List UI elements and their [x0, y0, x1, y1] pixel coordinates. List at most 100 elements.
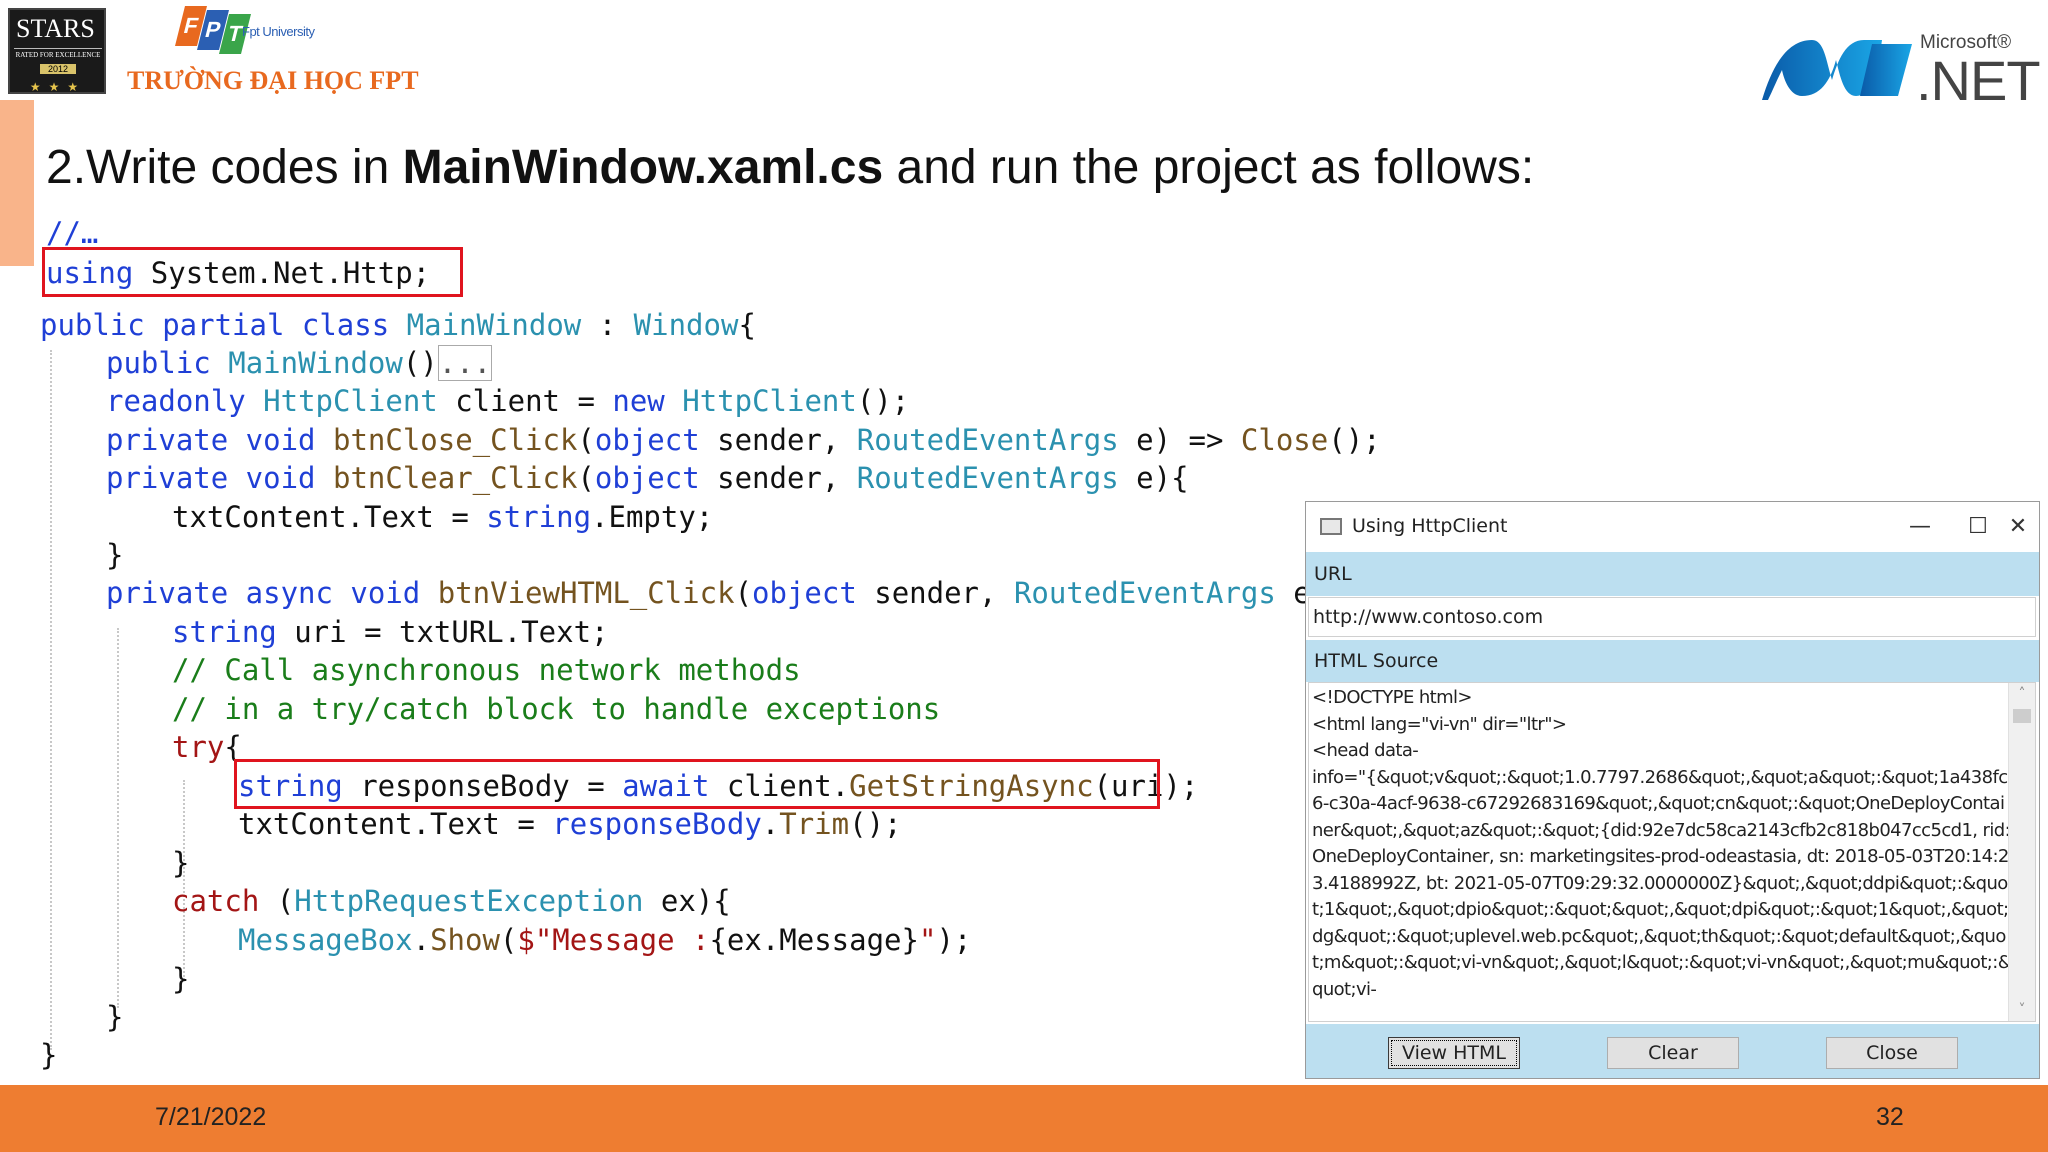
code-line-21: }: [106, 998, 123, 1036]
code-keyword: public: [106, 346, 211, 380]
view-html-button[interactable]: View HTML: [1388, 1037, 1520, 1069]
html-source-textbox[interactable]: <!DOCTYPE html> <html lang="vi-vn" dir="…: [1308, 682, 2036, 1022]
code-line-16: txtContent.Text = responseBody.Trim();: [238, 805, 902, 843]
code-text: System.Net.Http;: [133, 256, 431, 290]
highlight-box-getstring: [234, 759, 1160, 809]
code-text: }: [106, 1000, 124, 1034]
stars-logo-year: 2012: [40, 64, 76, 74]
button-bar: View HTML Clear Close: [1306, 1024, 2039, 1078]
code-method: Trim: [779, 807, 850, 841]
dotnet-logo: Microsoft® .NET: [1760, 30, 2041, 112]
code-method: Close: [1240, 423, 1329, 457]
slide-title-filename: MainWindow.xaml.cs: [402, 141, 884, 194]
code-line-12: // Call asynchronous network methods: [172, 651, 801, 689]
scroll-down-icon[interactable]: ˅: [2018, 1002, 2026, 1018]
scroll-up-icon[interactable]: ˄: [2018, 686, 2026, 702]
indent-guide: [117, 628, 119, 1008]
code-line-18: catch (HttpRequestException ex){: [172, 882, 731, 920]
code-text: (: [499, 923, 518, 957]
code-comment: // Call asynchronous network methods: [172, 653, 801, 687]
code-text: (): [402, 346, 438, 380]
code-text: :: [581, 308, 634, 342]
html-source-content: <!DOCTYPE html> <html lang="vi-vn" dir="…: [1312, 687, 2012, 1000]
code-text: client.: [709, 769, 850, 803]
code-type: HttpRequestException: [294, 884, 644, 918]
code-method: btnViewHTML_Click: [437, 576, 735, 610]
code-keyword: await: [622, 769, 710, 803]
code-text: }: [40, 1038, 58, 1072]
code-line-2: using System.Net.Http;: [46, 254, 430, 292]
slide-page-number: 32: [1876, 1103, 1904, 1131]
url-label: URL: [1306, 552, 2039, 596]
code-text: ();: [849, 807, 902, 841]
window-app-icon: [1320, 518, 1342, 535]
code-keyword: readonly: [106, 384, 246, 418]
dotnet-microsoft-label: Microsoft®: [1920, 32, 2012, 53]
code-text: .: [412, 923, 431, 957]
code-keyword: string: [238, 769, 343, 803]
collapsed-region-button[interactable]: ...: [437, 345, 493, 381]
code-keyword: object: [752, 576, 857, 610]
close-icon[interactable]: ✕: [2008, 514, 2028, 539]
code-text: .Empty;: [591, 500, 714, 534]
code-line-9: }: [106, 536, 123, 574]
stars-logo-subtitle: RATED FOR EXCELLENCE: [14, 48, 102, 59]
code-line-10: private async void btnViewHTML_Click(obj…: [106, 574, 1346, 612]
slide-title: 2.Write codes in MainWindow.xaml.cs and …: [46, 140, 1534, 195]
code-line-3: public partial class MainWindow : Window…: [40, 306, 756, 344]
code-line-20: }: [172, 960, 189, 998]
minimize-icon[interactable]: —: [1909, 514, 1931, 539]
code-type: MessageBox: [238, 923, 413, 957]
httpclient-window: Using HttpClient — ☐ ✕ URL http://www.co…: [1305, 501, 2040, 1079]
code-keyword: string: [486, 500, 592, 534]
code-method: GetStringAsync: [849, 769, 1094, 803]
close-button[interactable]: Close: [1826, 1037, 1958, 1069]
code-text: (: [259, 884, 295, 918]
code-line-19: MessageBox.Show($"Message :{ex.Message}"…: [238, 921, 971, 959]
code-text: client =: [437, 384, 613, 418]
code-text: txtContent.Text =: [238, 807, 553, 841]
code-type: RoutedEventArgs: [856, 461, 1119, 495]
code-keyword: private void: [106, 461, 316, 495]
url-input[interactable]: http://www.contoso.com: [1308, 597, 2036, 637]
accent-bar: [0, 100, 34, 266]
indent-guide: [50, 350, 52, 1050]
fpt-school-name: TRƯỜNG ĐẠI HỌC FPT: [127, 66, 419, 95]
maximize-icon[interactable]: ☐: [1968, 514, 1988, 539]
stars-logo-word: STARS: [16, 14, 95, 43]
code-text: {: [738, 308, 756, 342]
code-line-14: try{: [172, 728, 242, 766]
code-keyword: public partial class: [40, 308, 390, 342]
code-interpolation: {ex.Message}: [709, 923, 919, 957]
code-type: MainWindow: [406, 308, 582, 342]
code-keyword: object: [594, 423, 700, 457]
code-type: RoutedEventArgs: [856, 423, 1119, 457]
code-text: (uri);: [1093, 769, 1199, 803]
code-method: btnClose_Click: [332, 423, 578, 457]
code-keyword: object: [594, 461, 700, 495]
code-keyword: try: [172, 730, 225, 764]
scrollbar-thumb[interactable]: [2013, 709, 2031, 723]
code-string: $"Message :: [517, 923, 710, 957]
slide-title-suffix: and run the project as follows:: [883, 141, 1535, 194]
code-type: HttpClient: [682, 384, 857, 418]
code-text: (: [734, 576, 753, 610]
code-text: );: [936, 923, 972, 957]
code-keyword: catch: [172, 884, 260, 918]
fpt-university-label: Fpt University: [242, 24, 315, 39]
code-string: ": [918, 923, 937, 957]
code-text: sender,: [699, 461, 857, 495]
code-text: }: [172, 962, 190, 996]
code-line-7: private void btnClear_Click(object sende…: [106, 459, 1189, 497]
code-keyword: new: [612, 384, 665, 418]
fpt-logo: F P T Fpt University: [175, 6, 315, 54]
dotnet-wave-icon: [1762, 40, 1912, 100]
code-comment: // in a try/catch block to handle except…: [172, 692, 941, 726]
stars-logo: STARS RATED FOR EXCELLENCE 2012 ★★★: [8, 8, 106, 94]
clear-button[interactable]: Clear: [1607, 1037, 1739, 1069]
vertical-scrollbar[interactable]: ˄ ˅: [2008, 683, 2035, 1021]
code-text: uri = txtURL.Text;: [276, 615, 609, 649]
code-text: responseBody =: [342, 769, 623, 803]
code-type: MainWindow: [228, 346, 403, 380]
window-titlebar[interactable]: Using HttpClient — ☐ ✕: [1306, 502, 2039, 552]
